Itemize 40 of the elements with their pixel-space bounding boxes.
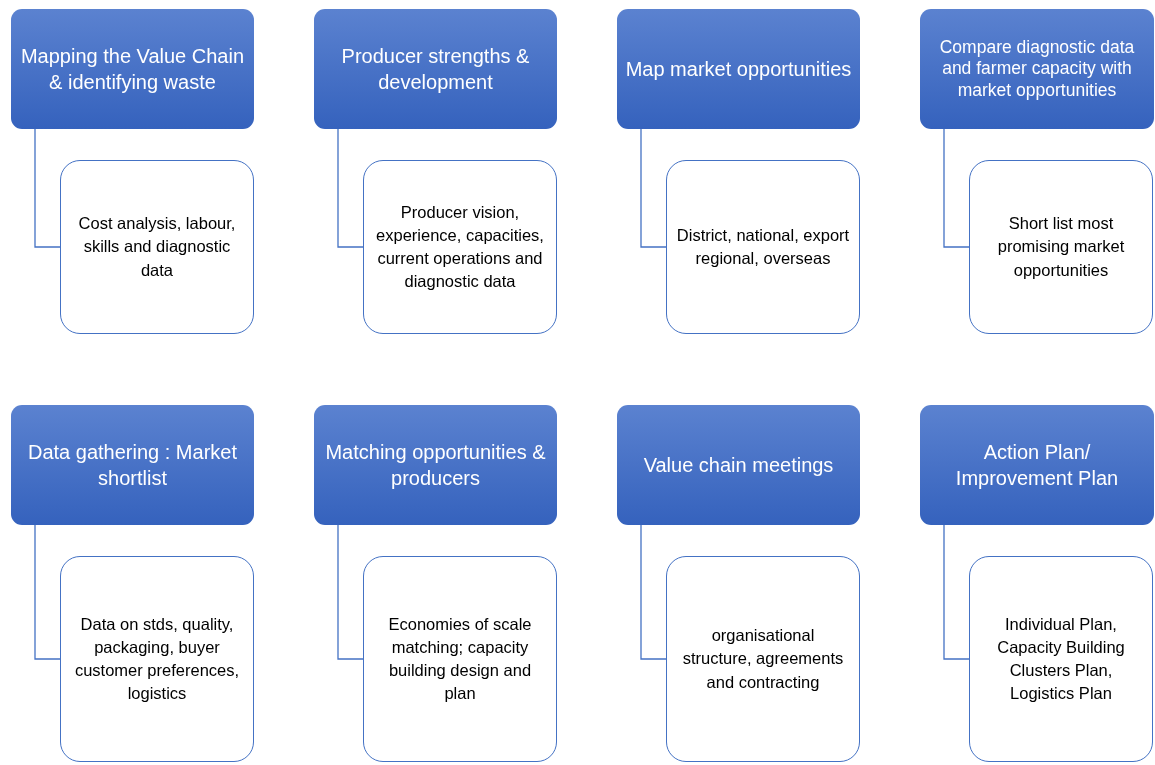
connector-line: [640, 128, 667, 248]
connector-line: [943, 128, 970, 248]
step-header-box: [920, 405, 1154, 525]
step-header-box: [11, 405, 254, 525]
step-header-box: [617, 9, 860, 129]
step-title: Mapping the Value Chain & identifying waste: [19, 44, 246, 95]
connector-line: [34, 128, 61, 248]
step-description: Economies of scale matching; capacity building design and plan: [387, 613, 533, 705]
connector-line: [337, 128, 364, 248]
step-description: Cost analysis, labour, skills and diagnostic data: [77, 213, 237, 281]
step-title: Action Plan/ Improvement Plan: [954, 440, 1120, 491]
step-header-box: [11, 9, 254, 129]
step-header-box: [314, 405, 557, 525]
detail-box: [969, 556, 1153, 762]
step-title: Data gathering : Market shortlist: [27, 440, 238, 491]
detail-box: [363, 556, 557, 762]
detail-box: [666, 556, 860, 762]
step-title: Value chain meetings: [643, 453, 834, 478]
detail-box: [969, 160, 1153, 334]
connector-line: [337, 524, 364, 660]
connector-line: [943, 524, 970, 660]
step-description: Data on stds, quality, packaging, buyer customer preferences, logistics: [73, 613, 241, 705]
step-title: Map market opportunities: [625, 57, 852, 82]
step-description: District, national, export regional, overseas: [675, 224, 851, 269]
step-header-box: [920, 9, 1154, 129]
step-title: Producer strengths & development: [340, 44, 531, 95]
detail-box: [363, 160, 557, 334]
detail-box: [60, 556, 254, 762]
connector-line: [34, 524, 61, 660]
detail-box: [60, 160, 254, 334]
step-description: organisational structure, agreements and contracting: [681, 625, 845, 693]
step-title: Matching opportunities & producers: [324, 440, 547, 491]
step-description: Individual Plan, Capacity Building Clusters Plan, Logistics Plan: [996, 613, 1126, 705]
connector-line: [640, 524, 667, 660]
step-header-box: [617, 405, 860, 525]
step-description: Short list most promising market opportunities: [996, 213, 1126, 281]
step-header-box: [314, 9, 557, 129]
detail-box: [666, 160, 860, 334]
step-title: Compare diagnostic data and farmer capacity with market opportunities: [938, 37, 1136, 101]
step-description: Producer vision, experience, capacities, current operations and diagnostic data: [375, 201, 545, 293]
